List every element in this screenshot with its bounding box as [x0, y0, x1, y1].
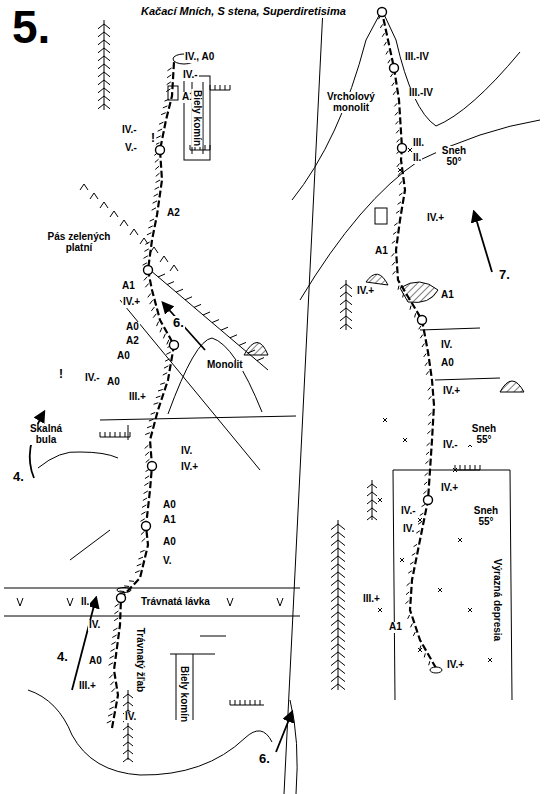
topo-number: 5. [12, 4, 50, 50]
grade: IV.+ [180, 462, 199, 473]
aid-grade: A0 [440, 358, 455, 369]
grade: V.- [124, 143, 138, 154]
aid-grade: A1 [440, 290, 455, 301]
feature-name: Pás zelených platní [46, 232, 112, 253]
grade: IV. [180, 446, 193, 457]
grade: III. [412, 138, 425, 149]
grade: IV.+ [440, 483, 459, 494]
aid-grade: A0 [125, 322, 140, 333]
grade: IV.+ [356, 286, 375, 297]
grade: III.+ [78, 681, 97, 692]
grade: V. [162, 556, 173, 567]
grade: IV.+ [122, 297, 141, 308]
grade: IV.- [121, 125, 138, 136]
aid-grade: A0 [116, 351, 131, 362]
grade: IV.- [182, 70, 199, 81]
warning-mark: ! [58, 368, 64, 381]
feature-name: Biely komín [179, 665, 190, 723]
grade: IV.+ [442, 386, 461, 397]
approach-number: 4. [12, 470, 25, 484]
grade: IV. [124, 712, 137, 723]
grade: IV. [402, 524, 415, 535]
grade: III.+ [128, 392, 147, 403]
grade: IV.- [400, 506, 417, 517]
feature-name: Trávnatá lávka [140, 597, 211, 608]
approach-number: 6. [258, 752, 271, 766]
feature-name: Skalná bula [20, 424, 72, 445]
feature-name: Trávnatý žľab [135, 627, 146, 693]
grade: IV., A0 [184, 52, 215, 63]
warning-mark: ! [150, 132, 156, 145]
grade: IV.+ [426, 213, 445, 224]
route-title: Kačací Mních, S stena, Superdiretisima [140, 6, 347, 18]
grade: IV. [88, 620, 101, 631]
aid-grade: A1 [388, 622, 403, 633]
snow-field: Sneh 55° [468, 506, 504, 527]
feature-name: Výrazná depresia [492, 558, 503, 642]
snow-field: Sneh 55° [466, 424, 502, 445]
grade: III.+ [362, 594, 381, 605]
aid-grade: A0 [106, 377, 121, 388]
aid-grade: A1 [121, 281, 136, 292]
grade: IV.- [442, 440, 459, 451]
approach-number: 7. [498, 268, 511, 282]
grade: II. [412, 153, 422, 164]
aid-grade: A1 [374, 246, 389, 257]
approach-number: 6. [172, 316, 185, 330]
aid-grade: A2 [166, 208, 181, 219]
grade: II. [80, 597, 90, 608]
aid-grade: A1 [162, 515, 177, 526]
grade: III.-IV [408, 88, 434, 99]
aid-grade: A2 [125, 336, 140, 347]
feature-name: Monolit [206, 360, 244, 371]
aid-grade: A0 [162, 500, 177, 511]
aid-grade: A0 [88, 656, 103, 667]
grade: IV.+ [446, 660, 465, 671]
snow-field: Sneh 50° [436, 146, 472, 167]
feature-name: Vrcholový monolit [322, 92, 380, 113]
grade: IV. [440, 340, 453, 351]
grade: III.-IV [404, 52, 430, 63]
approach-number: 4. [56, 650, 69, 664]
grade: IV.- [84, 373, 101, 384]
feature-name: Biely komín [192, 89, 203, 147]
aid-grade: A0 [162, 537, 177, 548]
